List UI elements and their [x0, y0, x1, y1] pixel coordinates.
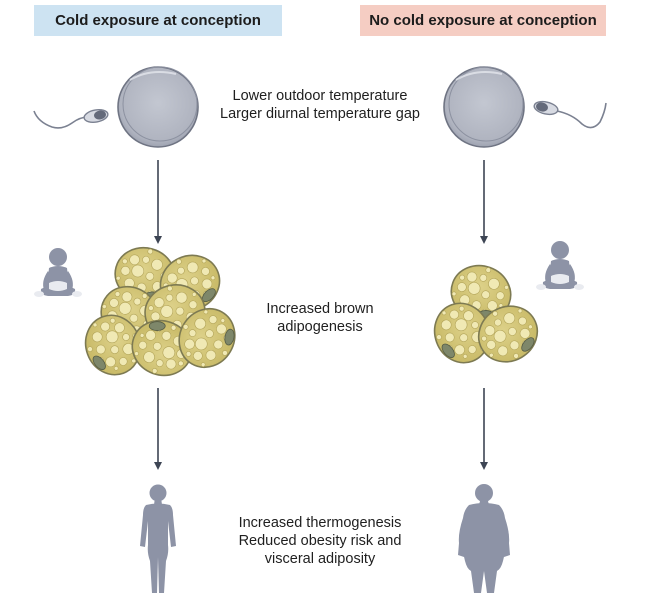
egg-cell-icon-left [117, 66, 199, 148]
sperm-icon-left [33, 109, 109, 129]
no-cold-exposure-header: No cold exposure at conception [360, 5, 606, 36]
lean-adult-icon [140, 484, 176, 593]
cold-exposure-header: Cold exposure at conception [34, 5, 282, 36]
brown-adipocyte-cluster-icon-left [76, 240, 247, 385]
obese-adult-icon [458, 484, 510, 593]
stage-3-description: Increased thermogenesis Reduced obesity … [200, 514, 440, 568]
stage-3-line: visceral adiposity [264, 551, 376, 567]
stage-1-description: Lower outdoor temperature Larger diurnal… [195, 87, 445, 123]
infant-icon-left [34, 248, 82, 297]
stage-3-line: Reduced obesity risk and [238, 533, 402, 549]
stage-2-line: Increased brown [266, 301, 374, 317]
stage-2-line: adipogenesis [277, 319, 363, 335]
sperm-icon-right [533, 100, 607, 129]
stage-3-line: Increased thermogenesis [238, 515, 402, 531]
stage-1-line: Lower outdoor temperature [232, 88, 408, 104]
infant-icon-right [536, 241, 584, 290]
egg-cell-icon-right [443, 66, 525, 148]
stage-1-line: Larger diurnal temperature gap [220, 106, 420, 122]
brown-adipocyte-cluster-icon-right [425, 256, 549, 374]
stage-2-description: Increased brown adipogenesis [230, 300, 410, 336]
